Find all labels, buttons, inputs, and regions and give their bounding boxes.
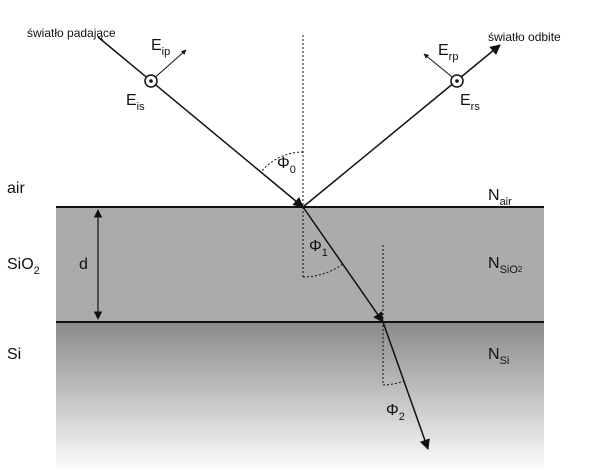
phi0-arc — [260, 151, 304, 173]
phi0-sub: 0 — [289, 164, 296, 176]
phi0-label: Φ0 — [277, 155, 296, 176]
e-rs-base: E — [460, 92, 471, 109]
e-rs-label: Ers — [460, 92, 480, 113]
e-rp-label: Erp — [438, 42, 458, 63]
layer-air-label: air — [7, 180, 25, 197]
phi2-sub: 2 — [398, 411, 405, 423]
reflected-light-label: światło odbite — [488, 30, 561, 44]
e-is-sub: is — [136, 101, 145, 113]
phi1-label: Φ1 — [309, 238, 328, 259]
phi0-base: Φ — [277, 155, 290, 172]
incident-beam — [97, 36, 304, 208]
n-air-label: Nair — [488, 187, 512, 208]
phi2-base: Φ — [386, 402, 399, 419]
n-si-sub: Si — [499, 355, 510, 367]
sio2-layer — [56, 207, 544, 322]
phi1-base: Φ — [309, 238, 322, 255]
layer-sio2-label: SiO2 — [7, 256, 40, 277]
reflected-beam — [302, 44, 501, 208]
e-ip-vector — [150, 49, 187, 82]
si-substrate — [56, 322, 544, 473]
phi1-sub: 1 — [321, 247, 328, 259]
e-rp-vector — [423, 53, 458, 82]
thickness-label: d — [79, 256, 88, 273]
e-is-dot-symbol — [144, 74, 158, 88]
e-is-label: Eis — [126, 92, 145, 113]
e-is-base: E — [126, 92, 137, 109]
n-sio2-sub2: 2 — [517, 265, 523, 274]
e-ip-sub: ip — [161, 46, 171, 58]
n-air-sub: air — [499, 196, 512, 208]
layer-sio2-base: SiO — [7, 256, 34, 273]
n-air-base: N — [488, 187, 500, 204]
n-sio2-label: NSiO2 — [488, 255, 523, 276]
e-ip-label: Eip — [151, 37, 170, 58]
phi2-arc — [382, 380, 405, 386]
layer-si-label: Si — [7, 346, 22, 363]
e-ip-base: E — [151, 37, 162, 54]
e-rs-sub: rs — [470, 101, 480, 113]
e-rp-sub: rp — [448, 51, 459, 63]
phi2-label: Φ2 — [386, 402, 405, 423]
layer-sio2-sub: 2 — [33, 265, 40, 277]
n-sio2-base: N — [488, 255, 500, 272]
refracted-beam-si — [382, 321, 430, 450]
n-si-base: N — [488, 346, 500, 363]
e-rp-base: E — [438, 42, 449, 59]
n-si-label: NSi — [488, 346, 509, 367]
e-rs-dot-symbol — [450, 74, 464, 88]
incident-light-label: światło padające — [27, 26, 116, 40]
phi1-arc — [302, 263, 344, 278]
n-sio2-sub: SiO — [499, 264, 518, 276]
refracted-beam-sio2 — [302, 206, 384, 323]
